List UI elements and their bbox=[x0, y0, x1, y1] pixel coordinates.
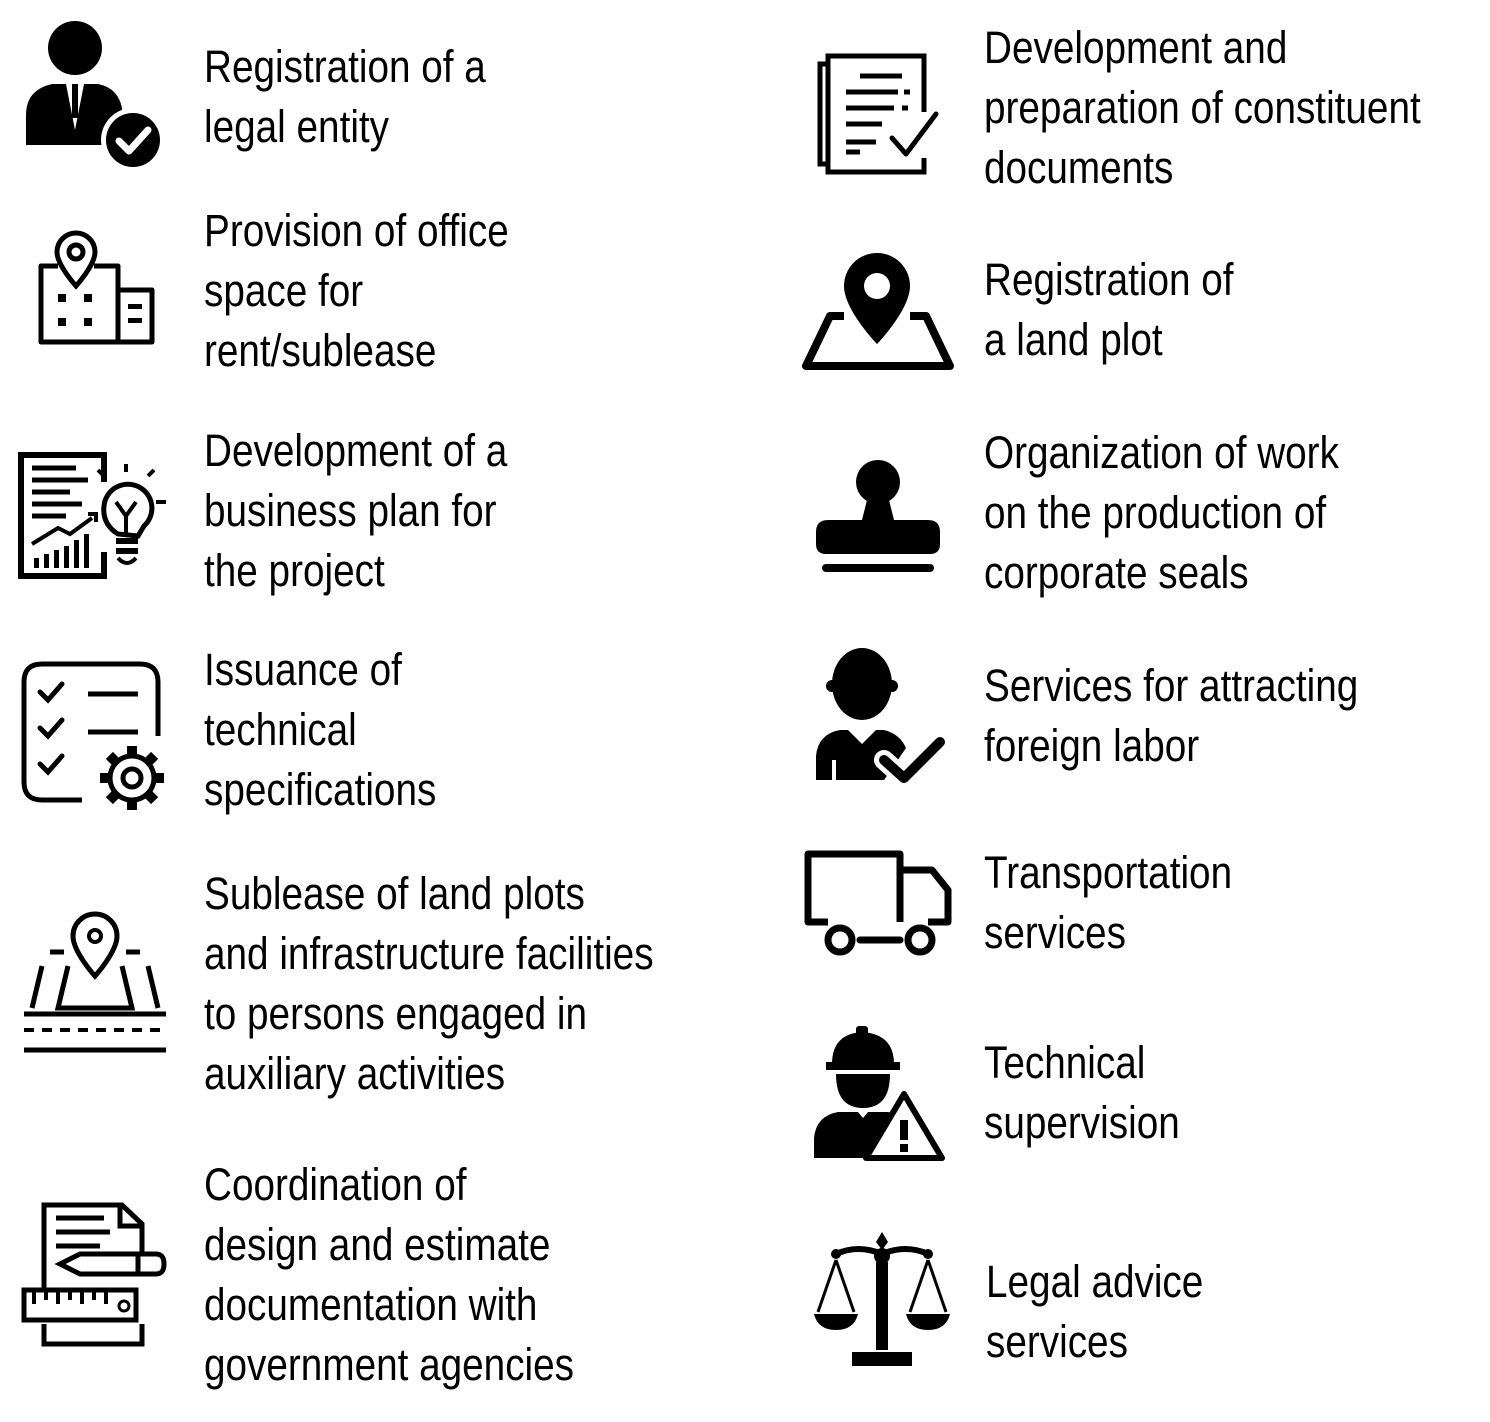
checklist-gear-icon bbox=[20, 660, 170, 812]
engineer-warning-icon bbox=[812, 1024, 946, 1164]
business-plan-lightbulb-icon bbox=[18, 452, 170, 580]
document-checkmark-icon bbox=[816, 52, 942, 176]
document-pencil-ruler-icon bbox=[20, 1202, 168, 1348]
service-label: Sublease of land plots and infrastructur… bbox=[204, 868, 654, 1099]
service-label: Services for attracting foreign labor bbox=[984, 660, 1359, 771]
land-plot-road-icon bbox=[20, 910, 170, 1058]
service-label: Development of a business plan for the p… bbox=[204, 425, 508, 596]
service-label: Coordination of design and estimate docu… bbox=[204, 1159, 575, 1390]
service-label: Registration of a legal entity bbox=[204, 41, 486, 152]
worker-checkmark-icon bbox=[814, 648, 950, 790]
service-label: Legal advice services bbox=[986, 1256, 1204, 1367]
service-label: Registration of a land plot bbox=[984, 254, 1234, 365]
office-building-location-icon bbox=[36, 230, 158, 346]
stamp-icon bbox=[814, 458, 942, 576]
service-label: Transportation services bbox=[984, 847, 1233, 958]
map-pin-icon bbox=[800, 250, 956, 374]
service-label: Provision of office space for rent/suble… bbox=[204, 205, 509, 376]
service-label: Issuance of technical specifications bbox=[204, 644, 437, 815]
scales-of-justice-icon bbox=[812, 1230, 952, 1370]
service-label: Organization of work on the production o… bbox=[984, 427, 1339, 598]
service-label: Technical supervision bbox=[984, 1037, 1180, 1148]
service-label: Development and preparation of constitue… bbox=[984, 22, 1421, 193]
truck-icon bbox=[804, 850, 954, 956]
person-checkmark-icon bbox=[22, 20, 167, 178]
